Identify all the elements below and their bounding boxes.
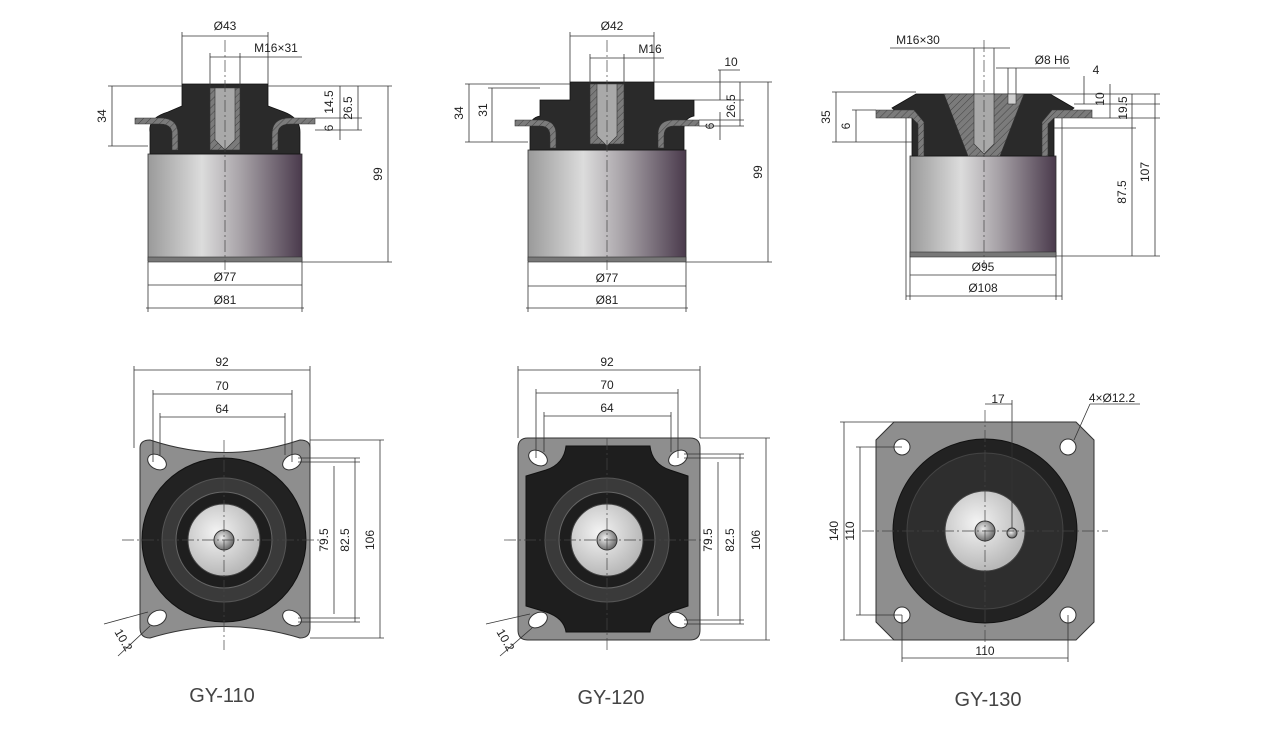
- gy110-plan-view: [122, 439, 325, 650]
- gy110-model-label: GY-110: [189, 685, 255, 707]
- gy120-hole-tl: [528, 449, 548, 467]
- gy130-thread-label: M16×30: [896, 33, 940, 47]
- gy130-pin-hole: [1007, 93, 1017, 105]
- gy120-side-dims: Ø42 M16 34 31 10 26.5 6 99 Ø77 Ø81: [452, 19, 772, 312]
- gy130-inner-dia-label: Ø95: [972, 260, 995, 274]
- gy130-h0-label: 4: [1093, 63, 1100, 77]
- gy110-v2-label: 82.5: [338, 528, 352, 552]
- gy130-h1-label: 10: [1093, 92, 1107, 106]
- gy120-h1-label: 26.5: [724, 94, 738, 118]
- gy130-mid-height-label: 87.5: [1115, 180, 1129, 204]
- gy110-w3-label: 64: [215, 402, 229, 416]
- gy110-hole-br: [282, 609, 302, 627]
- gy130-base-rim: [909, 251, 1057, 258]
- gy110-thread-label: M16×31: [254, 41, 298, 55]
- gy110-w1-label: 92: [215, 355, 229, 369]
- gy110-w2-label: 70: [215, 379, 229, 393]
- gy120-v1-label: 79.5: [701, 528, 715, 552]
- gy120-hole-br: [668, 611, 688, 629]
- gy120-left-flange: [514, 119, 557, 149]
- gy110-height-left-label: 34: [95, 109, 109, 123]
- gy130-height-left1-label: 35: [819, 110, 833, 124]
- gy130-side-view: [875, 40, 1093, 268]
- gy120-thread-label: M16: [638, 42, 662, 56]
- gy110-outer-dia-label: Ø81: [214, 293, 237, 307]
- gy110-hole-bl: [147, 609, 167, 627]
- gy120-hole-bl: [528, 611, 548, 629]
- gy120-height-left2-label: 31: [476, 103, 490, 117]
- gy130-w-bottom-label: 110: [975, 644, 994, 658]
- gy130-h2-label: 19.5: [1116, 96, 1130, 120]
- gy110-left-flange: [134, 117, 179, 151]
- gy120-top-dia-label: Ø42: [601, 19, 624, 33]
- gy120-right-flange: [657, 119, 700, 149]
- gy130-pin-label: Ø8 H6: [1035, 53, 1070, 67]
- gy130-hole-tr: [1059, 438, 1077, 456]
- gy110-h3-label: 6: [322, 124, 336, 131]
- gy110-v3-label: 106: [363, 530, 377, 550]
- gy110-right-flange: [271, 117, 316, 151]
- gy130-pin-icon: [1006, 527, 1018, 539]
- gy110-h1-label: 14.5: [322, 90, 336, 114]
- gy120-v2-label: 82.5: [723, 528, 737, 552]
- gy130-right-flange: [1041, 109, 1093, 157]
- gy130-holes-label: 4×Ø12.2: [1089, 391, 1136, 405]
- gy130-v2-label: 110: [843, 521, 857, 540]
- gy110-plan-dims: 92 70 64 79.5 82.5 106 10.2: [103, 355, 384, 657]
- gy120-v3-label: 106: [749, 530, 763, 550]
- gy130-outer-dia-label: Ø108: [968, 281, 998, 295]
- gy120-outer-dia-label: Ø81: [596, 293, 619, 307]
- gy130-v1-label: 140: [827, 521, 841, 541]
- gy120-height-left1-label: 34: [452, 106, 466, 120]
- gy120-plan-dims: 92 70 64 79.5 82.5 106 10.2: [485, 355, 770, 657]
- gy110-inner-dia-label: Ø77: [214, 270, 237, 284]
- gy130-plan-dims: 17 4×Ø12.2 140 110 110: [827, 391, 1140, 662]
- gy110-side-dims: Ø43 M16×31 34 14.5 26.5 6 99 Ø77 Ø81: [95, 19, 392, 312]
- gy120-h3-label: 6: [703, 122, 717, 129]
- gy120-h0-label: 10: [724, 55, 738, 69]
- gy130-cylinder-body: [909, 155, 1057, 257]
- gy130-left-flange: [875, 109, 925, 157]
- gy110-top-dia-label: Ø43: [214, 19, 237, 33]
- gy120-w2-label: 70: [600, 378, 614, 392]
- gy120-model-label: GY-120: [577, 687, 644, 709]
- gy120-side-view: [514, 40, 700, 270]
- gy130-side-dims: M16×30 Ø8 H6 4 10 19.5 35 6 87.5 107 Ø95…: [819, 33, 1160, 300]
- gy110-hole-tl: [147, 453, 167, 471]
- gy130-total-height-label: 107: [1138, 162, 1152, 182]
- gy120-total-height-label: 99: [751, 165, 765, 179]
- gy120-inner-dia-label: Ø77: [596, 271, 619, 285]
- gy110-h2-label: 26.5: [341, 96, 355, 120]
- gy110-v1-label: 79.5: [317, 528, 331, 552]
- gy130-height-left2-label: 6: [839, 122, 853, 129]
- gy120-plan-view: [504, 437, 712, 650]
- gy110-thread-hole: [214, 87, 236, 151]
- gy130-model-label: GY-130: [954, 689, 1021, 711]
- gy130-w1-label: 17: [991, 392, 1005, 406]
- gy130-plan-view: [862, 410, 1108, 650]
- gy110-hole-label: 10.2: [112, 626, 136, 654]
- gy110-side-view: [134, 40, 316, 270]
- gy120-w3-label: 64: [600, 401, 614, 415]
- gy110-total-height-label: 99: [371, 167, 385, 181]
- gy120-hole-label: 10.2: [494, 626, 518, 654]
- gy120-w1-label: 92: [600, 355, 614, 369]
